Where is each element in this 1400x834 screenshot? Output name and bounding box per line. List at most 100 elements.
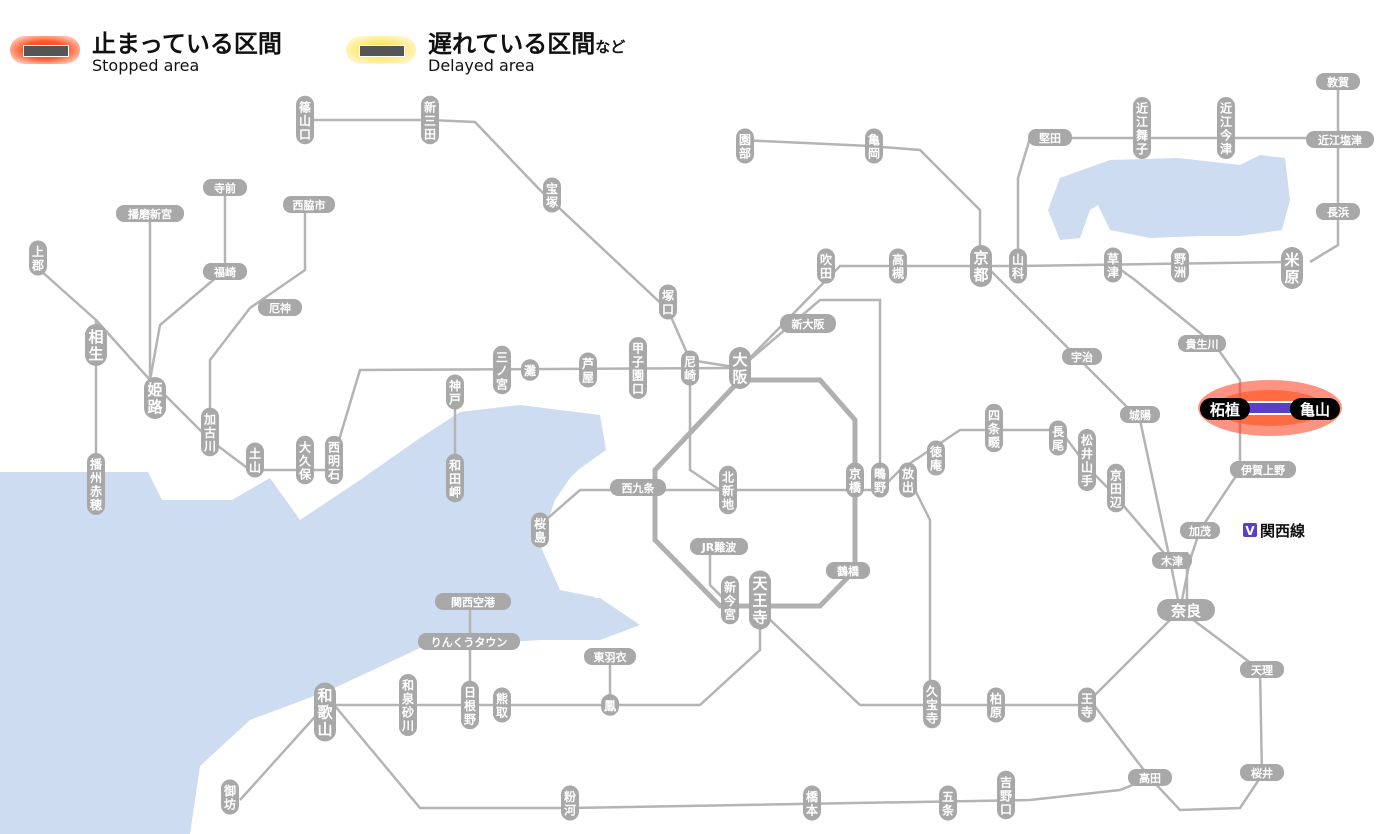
station-rinkutown: りんくうタウン	[418, 633, 520, 650]
station-matsuiyamate: 松井山手	[1078, 429, 1096, 491]
station-banshuako: 播州赤穂	[87, 453, 105, 515]
station-sonobe-label: 園部	[739, 133, 751, 161]
station-kameoka-label: 亀岡	[868, 132, 880, 161]
station-hineno-label: 日根野	[464, 685, 476, 726]
kii-coast	[0, 766, 20, 810]
station-tokuan: 徳庵	[927, 440, 945, 476]
station-kamo: 加茂	[1180, 522, 1220, 539]
station-takatsuki: 高槻	[889, 248, 907, 284]
station-kizu: 木津	[1152, 552, 1192, 569]
station-kobe: 神戸	[446, 374, 464, 410]
station-takatsuki-label: 高槻	[892, 252, 904, 281]
svg-text:城陽: 城陽	[1129, 408, 1151, 422]
station-kyotanabe-label: 京田辺	[1110, 467, 1122, 509]
station-kyuhoji-label: 久宝寺	[926, 683, 939, 725]
station-shigino-label: 鴫野	[874, 466, 886, 495]
station-tennoji-label: 天王寺	[752, 575, 768, 627]
station-kyobashi: 京橋	[846, 462, 864, 498]
station-koshienguchi: 甲子園口	[629, 337, 647, 399]
station-tsuge	[1200, 398, 1250, 420]
station-nagahama: 長浜	[1316, 203, 1360, 220]
station-nishikujo: 西九条	[610, 479, 666, 496]
station-wadamisaki-label: 和田岬	[448, 457, 461, 499]
station-kyoto: 京都	[970, 245, 992, 287]
svg-text:高田: 高田	[1139, 771, 1161, 785]
station-dobo-label: 土山	[249, 446, 261, 475]
svg-text:加茂: 加茂	[1188, 524, 1211, 538]
station-kakogawa: 加古川	[201, 407, 219, 457]
station-amagasaki: 尼崎	[681, 350, 699, 386]
svg-text:敦賀: 敦賀	[1327, 75, 1349, 89]
station-tsuruga: 敦賀	[1316, 73, 1360, 90]
legend-delayed-ja-suffix: など	[595, 38, 626, 56]
station-kamigori: 上郡	[29, 240, 47, 276]
station-tsukaguchi: 塚口	[659, 284, 677, 320]
station-omimaiko: 近江舞子	[1133, 97, 1151, 159]
legend-stopped-en: Stopped area	[92, 56, 200, 75]
station-yasu-label: 野洲	[1174, 252, 1186, 280]
station-nishiwakishi: 西脇市	[283, 196, 335, 213]
station-sonobe: 園部	[736, 128, 754, 164]
station-takada: 高田	[1128, 769, 1172, 786]
station-ashiya: 芦屋	[579, 352, 597, 388]
kansai-line-stopped-section: 柘植 亀山	[1198, 380, 1342, 436]
station-sakurajima-label: 桜島	[534, 516, 546, 545]
stations-vertical: 篠山口新三田宝塚塚口園部亀岡近江舞子近江今津米原野洲草津山科京都高槻吹田大阪尼崎…	[29, 95, 1303, 821]
station-otori-label: 鳳	[604, 698, 616, 713]
station-suita: 吹田	[817, 248, 835, 284]
station-sasayamaguchi-label: 篠山口	[299, 99, 312, 141]
station-sannomiya-label: 三ノ宮	[496, 350, 508, 391]
station-hanaten: 放出	[899, 462, 917, 498]
station-sakurai: 桜井	[1240, 764, 1284, 781]
station-kameyama-label: 亀山	[1300, 401, 1330, 419]
svg-text:JR難波: JR難波	[701, 540, 738, 554]
station-sasayamaguchi: 篠山口	[296, 95, 314, 145]
station-tokuan-label: 徳庵	[929, 444, 943, 473]
station-takarazuka-label: 宝塚	[546, 181, 558, 210]
station-teramae: 寺前	[203, 179, 247, 196]
svg-text:厄神: 厄神	[269, 301, 291, 315]
station-yamashina: 山科	[1009, 248, 1027, 284]
station-shinimamiya-label: 新今宮	[723, 579, 737, 621]
stopped-swatch	[10, 36, 80, 64]
station-wakayama-label: 和歌山	[317, 687, 333, 739]
station-hineno: 日根野	[461, 680, 479, 730]
legend-stopped-ja: 止まっている区間	[92, 30, 282, 58]
kansai-line-letter: V	[1245, 524, 1255, 538]
svg-text:長浜: 長浜	[1327, 205, 1349, 219]
svg-text:貴生川: 貴生川	[1186, 337, 1219, 351]
station-kumatori-label: 熊取	[496, 691, 508, 720]
stations-horizontal: 敦賀 堅田 近江塩津 長浜 寺前 播磨新宮 西脇市 福崎 厄神 新大阪 宇治 貴…	[116, 73, 1374, 786]
station-yamashina-label: 山科	[1012, 252, 1024, 281]
station-gojo: 五条	[939, 785, 957, 821]
svg-text:堅田: 堅田	[1039, 132, 1061, 145]
station-higashihagoromo: 東羽衣	[584, 648, 636, 665]
station-yakujin: 厄神	[258, 299, 302, 316]
station-hashimoto-label: 橋本	[806, 789, 819, 818]
svg-text:西脇市: 西脇市	[293, 198, 326, 212]
station-shinsanda-label: 新三田	[424, 99, 436, 141]
svg-text:桜井: 桜井	[1251, 766, 1273, 780]
svg-text:関西空港: 関西空港	[451, 595, 496, 609]
station-shinimamiya: 新今宮	[721, 575, 739, 625]
svg-text:近江塩津: 近江塩津	[1318, 133, 1362, 147]
station-igaueno: 伊賀上野	[1230, 461, 1296, 478]
svg-text:天理: 天理	[1251, 664, 1273, 677]
svg-text:新大阪: 新大阪	[792, 317, 826, 331]
station-sannomiya: 三ノ宮	[493, 345, 511, 395]
station-himeji: 姫路	[144, 377, 166, 419]
legend-delayed-en: Delayed area	[428, 56, 535, 75]
svg-text:木津: 木津	[1160, 554, 1183, 568]
delayed-swatch	[346, 36, 416, 64]
station-kameyama	[1290, 398, 1340, 420]
station-yasu: 野洲	[1171, 247, 1189, 283]
station-yoshinoguchi: 吉野口	[997, 770, 1015, 820]
station-tenri: 天理	[1240, 661, 1284, 678]
station-shinsanda: 新三田	[421, 95, 439, 145]
station-gobo-label: 御坊	[223, 783, 236, 812]
station-izumisunagawa: 和泉砂川	[399, 674, 417, 736]
station-nagao-label: 長尾	[1052, 424, 1065, 453]
station-tennoji: 天王寺	[749, 570, 771, 630]
station-matsuiyamate-label: 松井山手	[1081, 433, 1093, 489]
svg-text:奈良: 奈良	[1170, 602, 1201, 620]
